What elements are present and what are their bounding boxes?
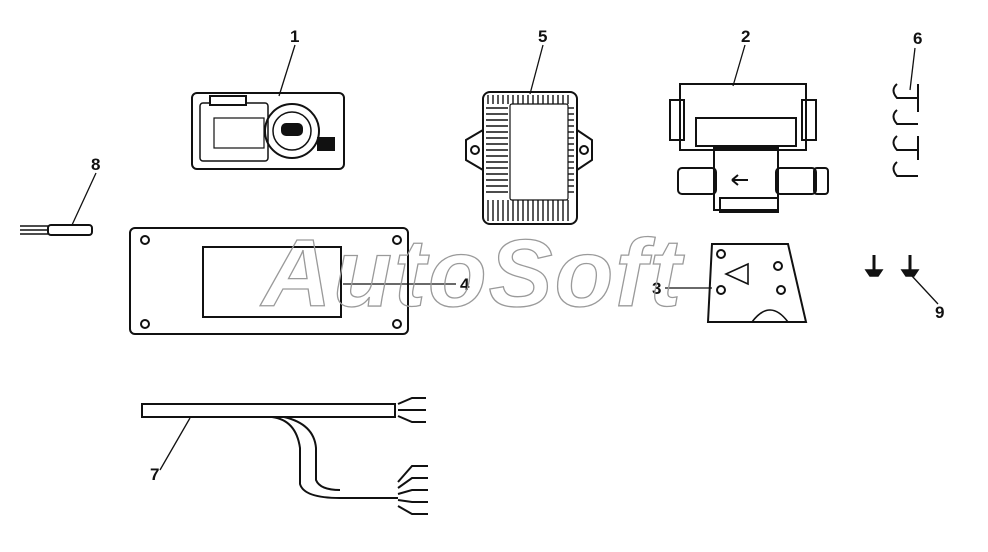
part-6-clips bbox=[892, 83, 919, 177]
callout-3: 3 bbox=[652, 279, 661, 298]
callout-1: 1 bbox=[290, 27, 299, 46]
callout-6: 6 bbox=[913, 29, 922, 48]
part-7-wiring-harness bbox=[141, 397, 428, 515]
part-4-mounting-plate bbox=[129, 227, 409, 335]
watermark-text: AutoSoft bbox=[260, 220, 685, 327]
callout-9: 9 bbox=[935, 303, 944, 322]
part-1-control-panel bbox=[191, 92, 345, 170]
callout-7: 7 bbox=[150, 465, 159, 484]
part-5-finned-module bbox=[465, 91, 593, 225]
part-8-pin bbox=[20, 224, 93, 236]
leader-lines bbox=[71, 44, 939, 471]
part-9-screws bbox=[864, 255, 920, 277]
callout-4: 4 bbox=[460, 275, 470, 294]
part-2-valve-assembly bbox=[669, 83, 829, 213]
callout-8: 8 bbox=[91, 155, 100, 174]
callout-5: 5 bbox=[538, 27, 547, 46]
callout-2: 2 bbox=[741, 27, 750, 46]
part-3-bracket bbox=[706, 243, 808, 323]
